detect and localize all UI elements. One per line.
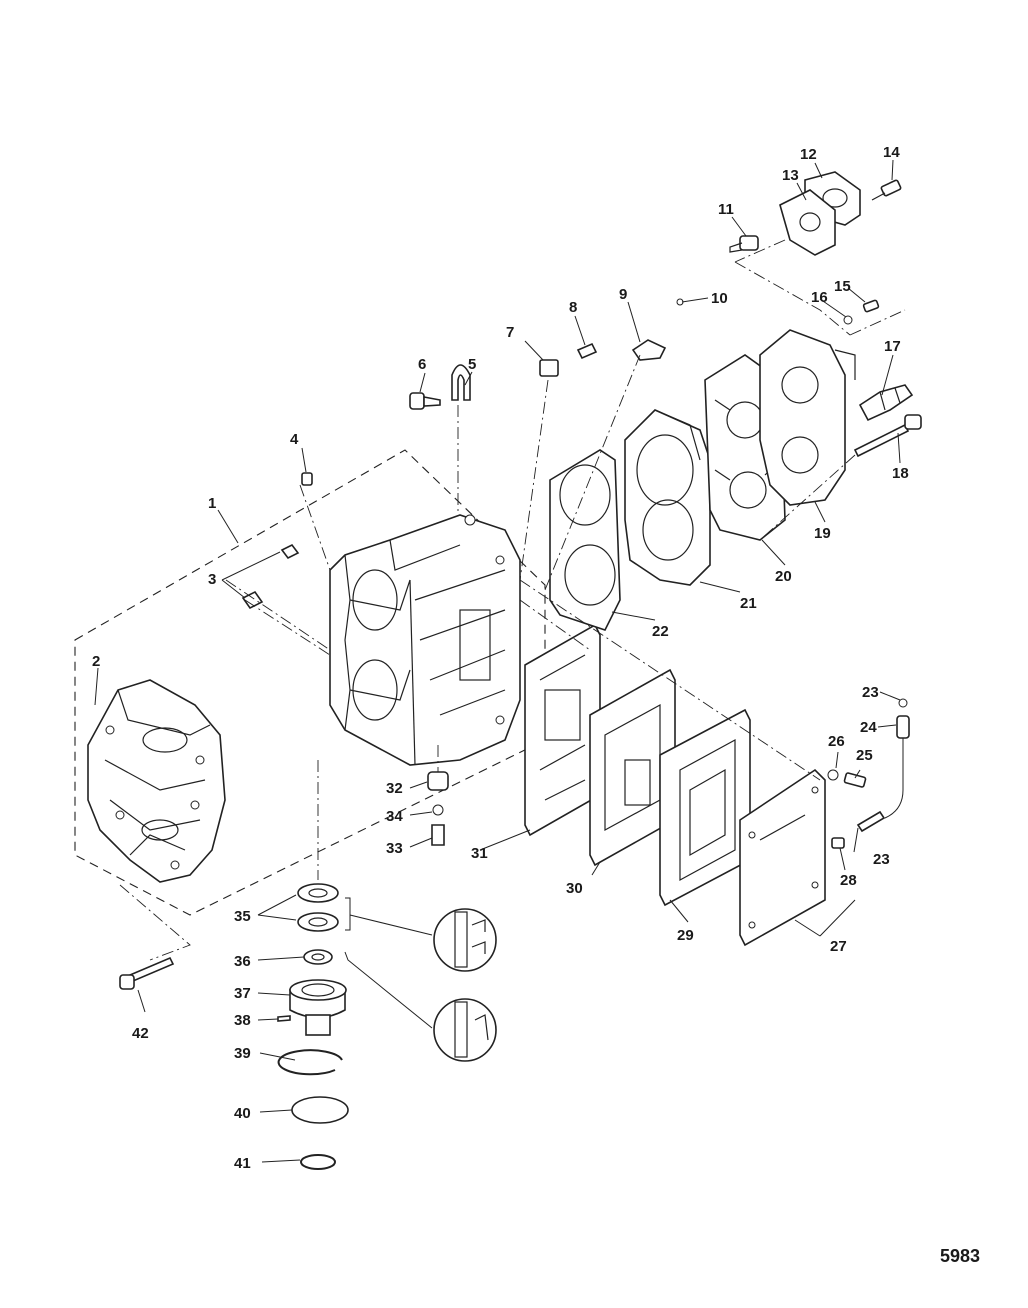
callout-10: 10 bbox=[711, 290, 728, 307]
leader-lines bbox=[94, 159, 901, 1163]
washer-34 bbox=[432, 804, 444, 816]
callout-3: 3 bbox=[208, 571, 216, 588]
hose-end-23 bbox=[856, 810, 886, 833]
cylinder-head bbox=[624, 409, 711, 586]
callout-27: 27 bbox=[830, 938, 847, 955]
sensor-17 bbox=[858, 384, 914, 422]
crankcase-cover bbox=[87, 679, 226, 883]
callout-26: 26 bbox=[828, 733, 845, 750]
callout-23-second: 23 bbox=[873, 851, 890, 868]
pin-38 bbox=[277, 1015, 291, 1022]
callout-9: 9 bbox=[619, 286, 627, 303]
block-7 bbox=[539, 359, 559, 377]
screw-8 bbox=[576, 342, 598, 360]
fitting-28 bbox=[831, 837, 845, 849]
ring-41 bbox=[300, 1154, 336, 1170]
clamp-5 bbox=[451, 364, 471, 401]
washer-16 bbox=[843, 315, 853, 325]
figure-number: 5983 bbox=[940, 1246, 980, 1266]
callout-24: 24 bbox=[860, 719, 877, 736]
callout-8: 8 bbox=[569, 299, 577, 316]
callout-21: 21 bbox=[740, 595, 757, 612]
callout-13: 13 bbox=[782, 167, 799, 184]
callout-12: 12 bbox=[800, 146, 817, 163]
cylinder-block bbox=[329, 514, 521, 766]
bracket-9 bbox=[631, 339, 667, 361]
mount-32 bbox=[427, 771, 449, 791]
callout-42: 42 bbox=[132, 1025, 149, 1042]
callout-15: 15 bbox=[834, 278, 851, 295]
callout-20: 20 bbox=[775, 568, 792, 585]
washer-26 bbox=[827, 769, 839, 781]
callout-35: 35 bbox=[234, 908, 251, 925]
gasket-30 bbox=[589, 668, 676, 867]
callout-23: 23 bbox=[862, 684, 879, 701]
callout-5: 5 bbox=[468, 356, 476, 373]
bolt-6 bbox=[409, 392, 441, 410]
detail-balloon-upper bbox=[433, 908, 497, 972]
callout-41: 41 bbox=[234, 1155, 251, 1172]
gasket-31 bbox=[524, 623, 601, 837]
callout-7: 7 bbox=[506, 324, 514, 341]
callout-34: 34 bbox=[386, 808, 403, 825]
callout-32: 32 bbox=[386, 780, 403, 797]
callout-2: 2 bbox=[92, 653, 100, 670]
callout-4: 4 bbox=[290, 431, 299, 448]
callout-16: 16 bbox=[811, 289, 828, 306]
thermostat-gasket bbox=[779, 189, 836, 256]
screw-33 bbox=[431, 824, 445, 846]
outer-cover bbox=[739, 768, 826, 947]
callout-22: 22 bbox=[652, 623, 669, 640]
bolt-14 bbox=[871, 179, 902, 201]
bolt-18 bbox=[853, 414, 922, 458]
detail-balloon-lower bbox=[433, 998, 497, 1062]
callout-39: 39 bbox=[234, 1045, 251, 1062]
callout-19: 19 bbox=[814, 525, 831, 542]
pin-4 bbox=[301, 472, 313, 486]
callout-29: 29 bbox=[677, 927, 694, 944]
callout-1: 1 bbox=[208, 495, 216, 512]
assembly-boundary bbox=[74, 449, 546, 916]
callout-38: 38 bbox=[234, 1012, 251, 1029]
fitting-11 bbox=[729, 235, 759, 253]
callout-25: 25 bbox=[856, 747, 873, 764]
callout-33: 33 bbox=[386, 840, 403, 857]
ring-39 bbox=[277, 1049, 343, 1076]
fittings-3 bbox=[241, 543, 300, 610]
oring-40 bbox=[291, 1096, 349, 1124]
clip-23 bbox=[898, 698, 908, 708]
seals-35 bbox=[297, 883, 339, 932]
bolt-25 bbox=[843, 772, 867, 788]
callout-6: 6 bbox=[418, 356, 426, 373]
callout-17: 17 bbox=[884, 338, 901, 355]
callout-11: 11 bbox=[718, 201, 734, 218]
callout-30: 30 bbox=[566, 880, 583, 897]
hose-24 bbox=[896, 715, 910, 739]
screw-15 bbox=[862, 299, 880, 313]
bearing-36 bbox=[303, 949, 333, 965]
alignment-lines bbox=[119, 239, 906, 961]
callout-31: 31 bbox=[471, 845, 488, 862]
callout-28: 28 bbox=[840, 872, 857, 889]
callout-14: 14 bbox=[883, 144, 900, 161]
hose-line bbox=[884, 738, 904, 819]
callout-37: 37 bbox=[234, 985, 251, 1002]
housing-37 bbox=[289, 979, 347, 1036]
callout-40: 40 bbox=[234, 1105, 251, 1122]
bolt-42 bbox=[119, 956, 175, 990]
head-gasket bbox=[549, 449, 621, 631]
callout-18: 18 bbox=[892, 465, 909, 482]
head-cover bbox=[759, 329, 856, 506]
callout-36: 36 bbox=[234, 953, 251, 970]
